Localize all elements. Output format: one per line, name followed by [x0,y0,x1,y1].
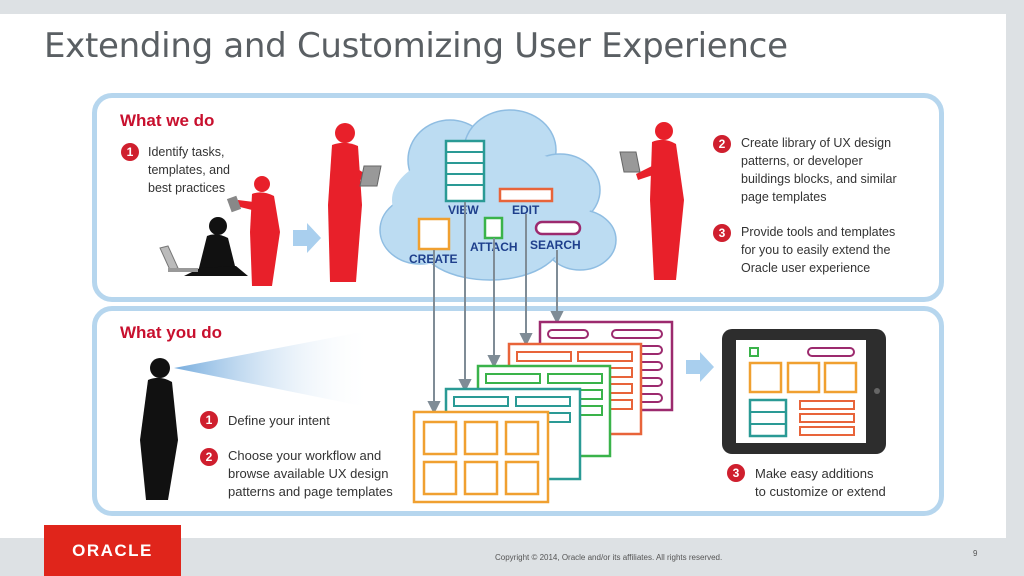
step-badge: 2 [713,135,731,153]
person-laptop-right-icon [619,122,684,280]
what-you-do-heading: What you do [120,323,222,342]
create-box-icon [417,217,451,251]
view-label: VIEW [448,203,479,217]
tablet-device-icon [722,329,886,454]
arrow-right-icon [293,223,321,253]
right-strip [1006,0,1024,576]
arrow-right-icon [686,352,714,382]
step-badge: 1 [121,143,139,161]
step-badge: 1 [200,411,218,429]
slide-title: Extending and Customizing User Experienc… [44,26,788,66]
step-text: Define your intent [228,413,330,428]
edit-field-icon [498,187,554,203]
person-laptop-icon [328,123,382,282]
step-badge: 3 [727,464,745,482]
step-text: Identify tasks, templates, and best prac… [148,145,230,195]
page-number: 9 [973,549,978,558]
person-tablet-icon [226,176,280,286]
oracle-logo: ORACLE [44,525,181,576]
edit-label: EDIT [512,203,540,217]
seated-person-icon [159,217,248,276]
step-badge: 3 [713,224,731,242]
page-templates-stack [412,320,674,504]
step-text: Make easy additions to customize or exte… [755,466,886,499]
view-list-icon [444,139,486,203]
step-text: Create library of UX design patterns, or… [741,136,897,204]
step-badge: 2 [200,448,218,466]
top-strip [0,0,1024,14]
attach-box-icon [483,216,504,240]
vision-beam [174,330,372,408]
person-silhouette-icon [140,358,178,500]
step-text: Choose your workflow and browse availabl… [228,448,393,499]
what-we-do-heading: What we do [120,111,215,130]
oracle-logo-text: ORACLE [72,541,153,560]
step-text: Provide tools and templates for you to e… [741,225,896,275]
search-label: SEARCH [530,238,581,252]
connector-arrows [427,202,564,415]
search-pill-icon [534,220,582,236]
copyright-text: Copyright © 2014, Oracle and/or its affi… [495,553,723,562]
